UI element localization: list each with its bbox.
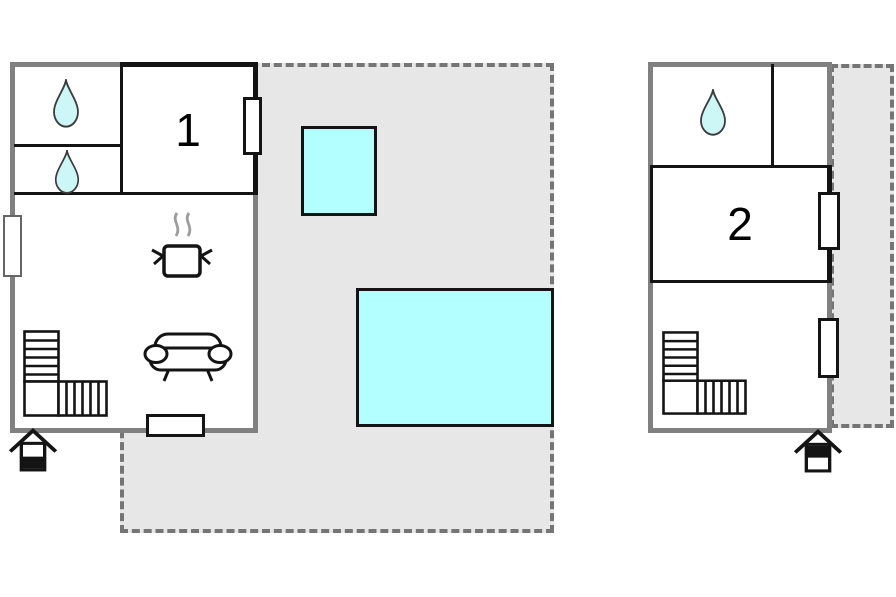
bedroom-1-label: 1 — [175, 103, 201, 156]
bedroom-2-label: 2 — [727, 198, 753, 250]
entrance-icon — [8, 428, 58, 472]
water-drop-shape — [700, 88, 726, 136]
cooking-pot-icon — [151, 212, 213, 278]
water-drop-icon — [700, 88, 726, 136]
entrance-roof — [793, 429, 843, 454]
bedroom-1: 1 — [120, 62, 258, 195]
window-left-wall — [3, 215, 22, 277]
entrance-icon — [793, 429, 843, 473]
pot-body — [162, 244, 202, 278]
entrance-roof — [8, 428, 58, 453]
entrance-box-dark-half — [808, 445, 828, 458]
door-bottom-building-1 — [146, 414, 205, 437]
bathroom-2-divider-wall — [771, 64, 774, 168]
entrance-box-dark-half — [23, 456, 43, 469]
stairs-treads — [24, 339, 59, 376]
stairs-treads — [704, 380, 739, 414]
steam-line — [173, 212, 180, 237]
pot-handle-left — [151, 248, 164, 266]
window-bedroom-1 — [243, 97, 262, 155]
water-drop-icon — [53, 78, 79, 128]
stairs-treads — [663, 339, 698, 376]
stairs-landing — [662, 379, 699, 415]
stairs-treads — [65, 381, 100, 416]
stairs-icon — [662, 331, 747, 415]
stairs-landing — [23, 380, 60, 417]
pool-small — [301, 126, 377, 216]
window-lower-building-2 — [818, 318, 839, 378]
pot-handle-right — [200, 248, 213, 266]
sofa-icon — [143, 332, 233, 382]
bathroom-1-divider-wall — [14, 144, 120, 147]
steam-line — [185, 212, 192, 237]
sofa-armrest — [143, 344, 169, 364]
bedroom-2: 2 — [650, 165, 832, 283]
sofa-armrest — [207, 344, 233, 364]
water-drop-shape — [54, 149, 80, 194]
window-bedroom-2 — [818, 192, 840, 250]
water-drop-shape — [53, 78, 79, 128]
stairs-icon — [23, 330, 108, 417]
pool-large — [356, 288, 554, 427]
water-drop-icon — [54, 149, 80, 194]
